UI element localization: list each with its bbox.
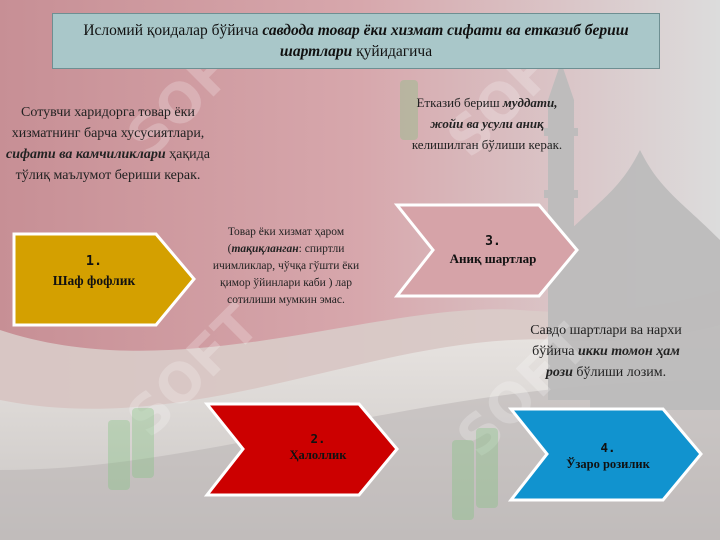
price-text: Савдо шартлари ва нархи бўйича икки томо… [530, 323, 682, 380]
title-text: Исломий қоидалар бўйича [83, 22, 263, 39]
arrow-number-1: 1. [85, 253, 103, 269]
title-text-end: қуйидагича [352, 43, 433, 60]
arrow-number-3: 3. [485, 234, 501, 249]
title-bold-text: савдода товар ёки хизмат сифати ва етказ… [262, 22, 629, 60]
arrow-number-2: 2. [310, 431, 326, 446]
mosque-silhouette [544, 62, 720, 410]
page-title: Исломий қоидалар бўйича савдода товар ёк… [52, 13, 660, 69]
arrow-number-4: 4. [600, 440, 616, 455]
goods-text: Товар ёки хизмат ҳаром (тақиқланган: спи… [212, 226, 360, 306]
arrow-label-2: Ҳалоллик [289, 448, 347, 462]
arrow-label-4: Ўзаро розилик [566, 457, 650, 471]
seller-text: Сотувчи харидорга товар ёки хизматнинг б… [6, 105, 211, 183]
arrow-shape-3: 3. Аниқ шартлар [393, 203, 583, 298]
arrow-label-1: Шаф фофлик [52, 273, 136, 288]
arrow-shape-2: 2. Ҳалоллик [203, 402, 403, 497]
arrow-shape-4: 4. Ўзаро розилик [507, 407, 707, 502]
watermark-logo [108, 80, 498, 520]
arrow-label-3: Аниқ шартлар [449, 251, 537, 266]
delivery-text: Етказиб бериш муддати, жойи ва усули ани… [411, 95, 563, 152]
arrow-shape-1: 1. Шаф фофлик [10, 232, 200, 327]
